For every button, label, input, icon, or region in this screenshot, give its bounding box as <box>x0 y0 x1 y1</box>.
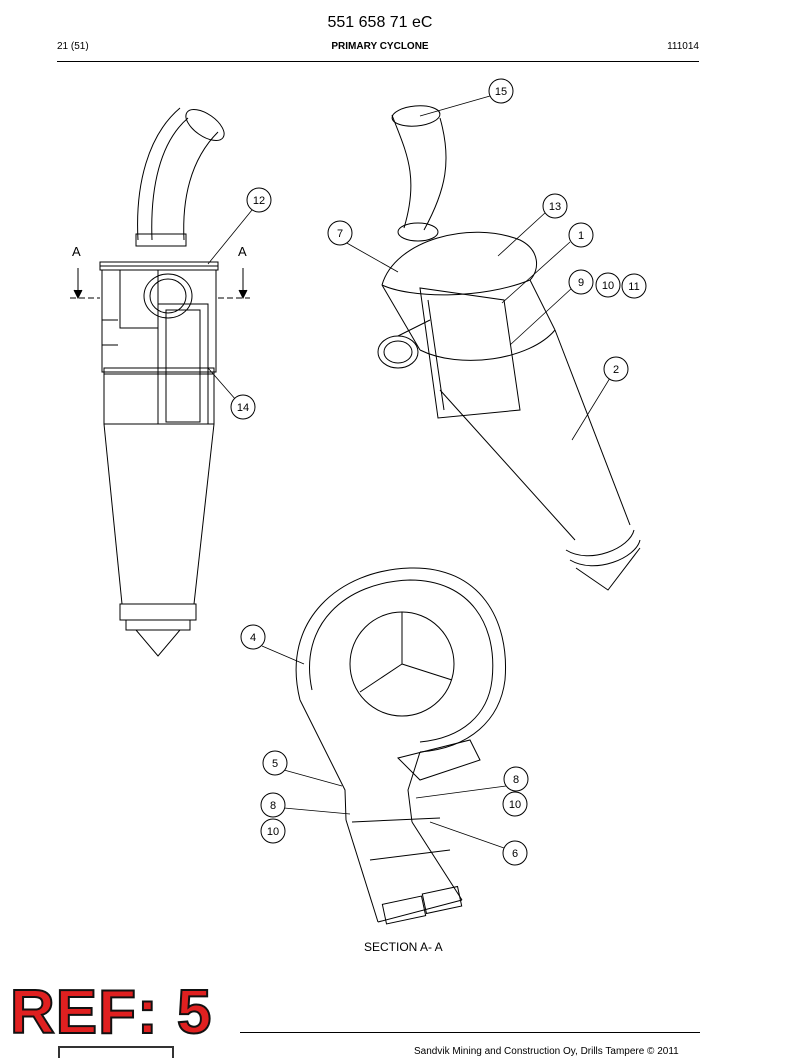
callout-bubble <box>488 78 514 104</box>
callout-2: 2 <box>613 364 619 376</box>
section-marker-left: A <box>72 244 81 259</box>
callout-6: 6 <box>512 848 518 860</box>
callout-bubble <box>542 193 568 219</box>
section-marker-right: A <box>238 244 247 259</box>
side-view <box>70 107 250 657</box>
callout-10-right: 10 <box>509 799 521 811</box>
callout-bubble <box>246 187 272 213</box>
section-view <box>295 567 507 925</box>
callout-bubble <box>502 791 528 817</box>
callout-4: 4 <box>250 632 256 644</box>
callout-bubble <box>262 750 288 776</box>
callout-bubble <box>503 766 529 792</box>
leader-lines <box>207 95 611 849</box>
page-title: PRIMARY CYCLONE <box>331 41 429 52</box>
section-caption: SECTION A- A <box>364 940 443 954</box>
callout-14: 14 <box>237 402 249 414</box>
sandvik-logo <box>58 1046 174 1058</box>
callout-11: 11 <box>628 281 639 293</box>
page-number: 21 (51) <box>57 41 89 52</box>
callout-bubble <box>260 818 286 844</box>
callout-8-right: 8 <box>513 774 519 786</box>
callout-bubble <box>595 272 621 298</box>
callout-10: 10 <box>602 280 614 292</box>
callout-labels: 15 12 13 7 1 9 10 11 2 14 4 5 8 10 8 10 … <box>237 86 640 860</box>
footer-rule <box>240 1032 700 1033</box>
header-rule <box>57 61 699 62</box>
document-code: 111014 <box>667 41 699 52</box>
footer-copyright: Sandvik Mining and Construction Oy, Dril… <box>414 1046 679 1057</box>
callout-bubble <box>240 624 266 650</box>
callout-bubble <box>621 273 647 299</box>
callout-5: 5 <box>272 758 278 770</box>
callout-bubble <box>327 220 353 246</box>
callout-7: 7 <box>337 228 343 240</box>
callout-bubble <box>568 269 594 295</box>
callout-10-left: 10 <box>267 826 279 838</box>
callout-bubbles <box>230 78 647 866</box>
callout-15: 15 <box>495 86 507 98</box>
callout-bubble <box>260 792 286 818</box>
callout-bubble <box>568 222 594 248</box>
isometric-view <box>377 105 641 591</box>
callout-8-left: 8 <box>270 800 276 812</box>
callout-1: 1 <box>578 230 584 242</box>
callout-bubble <box>502 840 528 866</box>
callout-13: 13 <box>549 201 561 213</box>
callout-12: 12 <box>253 195 265 207</box>
ref-stamp: REF: 5 <box>9 978 213 1047</box>
document-number: 551 658 71 eC <box>327 14 433 31</box>
callout-bubble <box>230 394 256 420</box>
callout-bubble <box>603 356 629 382</box>
callout-9: 9 <box>578 277 584 289</box>
